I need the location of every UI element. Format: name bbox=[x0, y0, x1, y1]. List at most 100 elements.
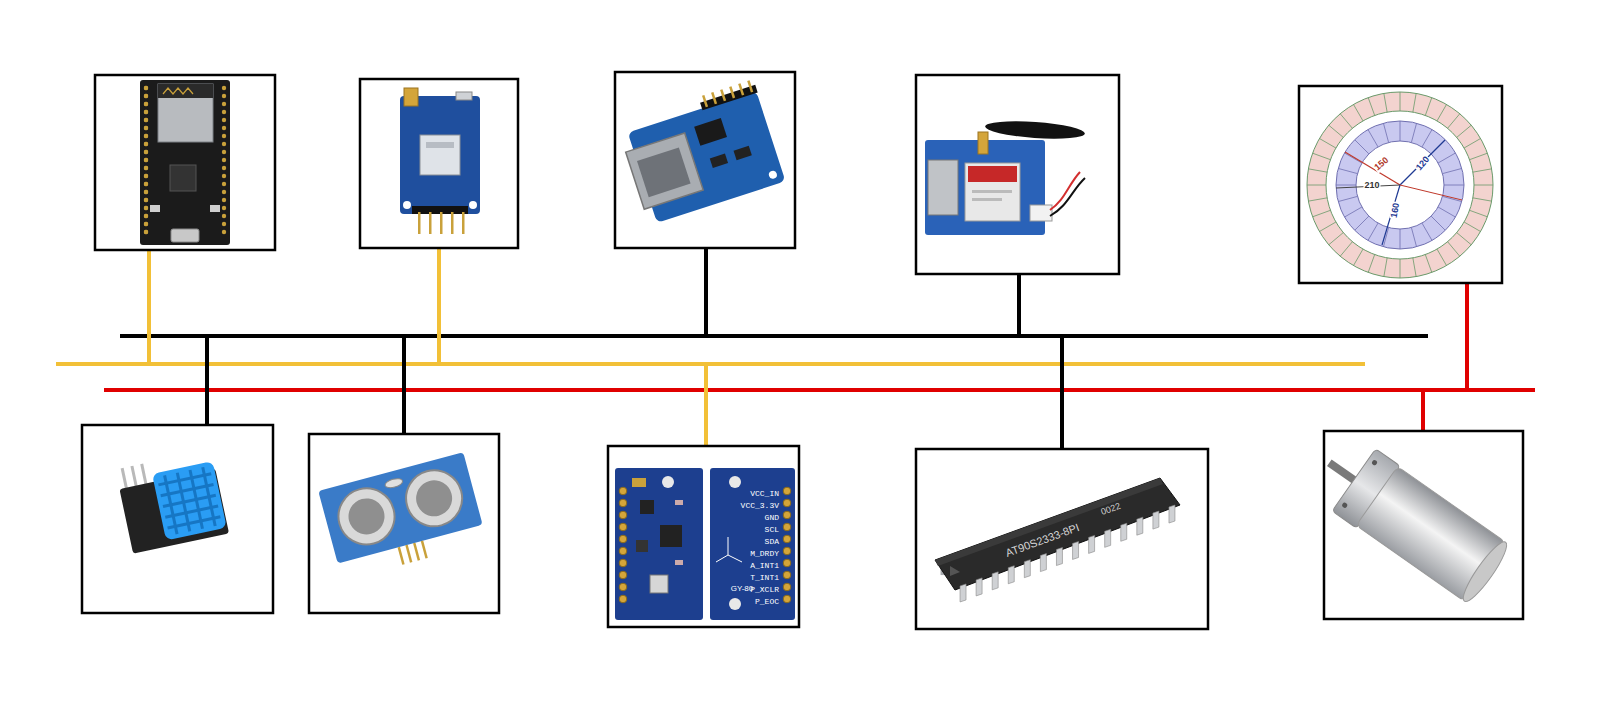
black-drop bbox=[205, 336, 209, 425]
encoder-segment bbox=[1313, 210, 1331, 216]
picture-frame bbox=[95, 75, 275, 250]
encoder-disc bbox=[1307, 92, 1493, 278]
dip-microcontroller bbox=[950, 566, 960, 576]
pin-name: GND bbox=[765, 514, 779, 523]
encoder-disc bbox=[1336, 121, 1464, 249]
encoder-segment bbox=[1345, 153, 1362, 163]
encoder-segment bbox=[1400, 121, 1401, 141]
pin-pad bbox=[619, 523, 627, 531]
gy80-imu bbox=[716, 555, 728, 562]
header-pin bbox=[429, 212, 432, 234]
chip-leg bbox=[1040, 554, 1046, 572]
mount-hole bbox=[729, 598, 741, 610]
gy80-imu bbox=[650, 575, 668, 593]
encoder-segment bbox=[1437, 249, 1447, 265]
gps-module bbox=[426, 142, 454, 148]
label-anchor: 210 bbox=[1363, 174, 1380, 192]
pin-pad bbox=[619, 487, 627, 495]
header-pin bbox=[144, 214, 148, 218]
header-pin bbox=[405, 545, 412, 563]
ultrasonic-sensor bbox=[332, 482, 401, 551]
red-drop bbox=[1421, 390, 1425, 431]
header-pin bbox=[144, 134, 148, 138]
header-pin bbox=[720, 89, 726, 101]
encoder-segment bbox=[1425, 255, 1431, 273]
header-pin bbox=[144, 190, 148, 194]
yellow-drop bbox=[437, 248, 441, 364]
pin-pad bbox=[619, 511, 627, 519]
esp32-board bbox=[170, 165, 196, 191]
encoder-segment bbox=[1340, 242, 1352, 257]
header-pin bbox=[413, 543, 420, 561]
header-pin bbox=[738, 83, 744, 95]
gy80-imu bbox=[632, 478, 646, 487]
label-anchor: P_EOC bbox=[755, 590, 779, 608]
header-pin bbox=[222, 86, 226, 90]
ultrasonic-sensor bbox=[400, 464, 469, 533]
encoder-segment bbox=[1319, 139, 1335, 149]
encoder-segment bbox=[1425, 98, 1431, 116]
board-name: GY-80 bbox=[731, 585, 753, 594]
header-pin bbox=[222, 206, 226, 210]
gsm-module bbox=[1030, 205, 1052, 221]
esp32-board bbox=[158, 84, 213, 98]
encoder-segment bbox=[1368, 255, 1374, 273]
dip-microcontroller bbox=[935, 478, 1180, 590]
chip-marking: AT90S2333-8PI bbox=[1004, 521, 1081, 559]
pin-name: SCL bbox=[765, 526, 779, 535]
label-anchor: 0022 bbox=[1098, 495, 1123, 519]
gsm-module bbox=[978, 132, 988, 154]
pin-pad bbox=[619, 559, 627, 567]
chip-leg bbox=[1073, 541, 1079, 559]
pin-pad bbox=[783, 583, 791, 591]
header-pin bbox=[144, 118, 148, 122]
encoder-disc bbox=[1400, 140, 1445, 185]
header-pin bbox=[144, 142, 148, 146]
esp32-board bbox=[140, 80, 230, 245]
header-pin bbox=[144, 110, 148, 114]
gy80-imu bbox=[619, 487, 791, 603]
pin-name: SDA bbox=[765, 538, 779, 547]
gy80-imu bbox=[640, 500, 654, 514]
sensor-grid bbox=[177, 473, 189, 532]
gsm-module bbox=[1050, 178, 1085, 216]
pin-pad bbox=[619, 595, 627, 603]
encoder-disc bbox=[1307, 92, 1493, 278]
chip-leg bbox=[1024, 560, 1030, 578]
pin-name: VCC_IN bbox=[750, 490, 779, 499]
header-pin bbox=[451, 212, 454, 234]
pin-pad bbox=[783, 559, 791, 567]
gy80-imu bbox=[662, 476, 674, 488]
black-drop bbox=[1017, 274, 1021, 336]
ultrasonic-sensor bbox=[344, 494, 388, 538]
sd-card-module bbox=[710, 154, 728, 168]
sd-card-module bbox=[637, 147, 691, 197]
header-pin bbox=[222, 182, 226, 186]
pin-pad bbox=[619, 583, 627, 591]
label-anchor: VCC_IN bbox=[750, 482, 779, 500]
encoder-segment bbox=[1368, 223, 1378, 240]
header-pin bbox=[144, 94, 148, 98]
header-pin bbox=[747, 80, 753, 92]
header-pin bbox=[222, 150, 226, 154]
sd-card-module bbox=[616, 79, 786, 225]
dip-microcontroller bbox=[935, 478, 1180, 602]
label-anchor: 150 bbox=[1368, 150, 1393, 175]
pin-name: P_EOC bbox=[755, 598, 779, 607]
gsm-module bbox=[928, 160, 958, 215]
encoder-segment bbox=[1308, 169, 1327, 172]
red-drop bbox=[1465, 283, 1469, 390]
header-pin bbox=[144, 102, 148, 106]
esp32-board bbox=[171, 229, 199, 242]
sensor-grid bbox=[190, 470, 202, 529]
encoder-segment bbox=[1437, 104, 1447, 120]
gsm-module bbox=[965, 163, 1020, 221]
header-pin bbox=[144, 102, 148, 106]
encoder-segment bbox=[1354, 104, 1364, 120]
pin-pad bbox=[619, 571, 627, 579]
label-anchor: M_DRDY bbox=[750, 542, 779, 560]
header-pin bbox=[222, 126, 226, 130]
encoder-segment bbox=[1354, 249, 1364, 265]
picture-frame bbox=[82, 425, 273, 613]
